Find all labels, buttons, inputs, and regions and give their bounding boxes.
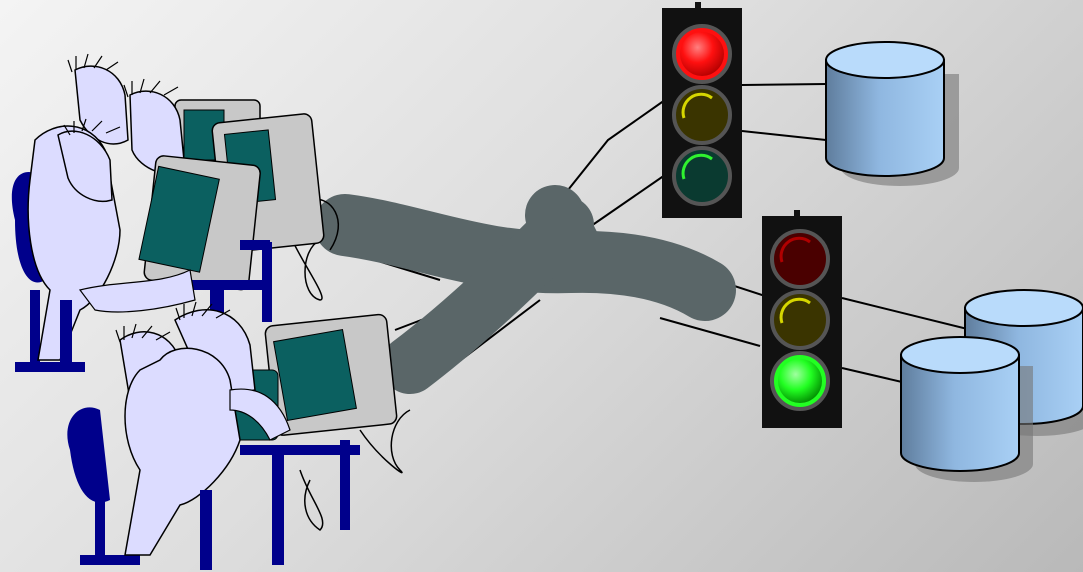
traffic-light-green <box>762 210 842 428</box>
line-light1-to-db1-a <box>741 83 827 86</box>
database-3 <box>900 336 1033 482</box>
users-group <box>11 53 398 570</box>
user-5 <box>67 301 360 570</box>
line-light2-to-db3 <box>841 367 903 383</box>
line-pipe-right <box>659 317 761 347</box>
user-3 <box>11 118 272 372</box>
network-pipe <box>314 185 736 394</box>
database-1 <box>825 41 959 186</box>
computer-cables <box>289 198 411 531</box>
traffic-light-red <box>662 2 742 218</box>
line-light1-to-db1-b <box>741 130 827 141</box>
